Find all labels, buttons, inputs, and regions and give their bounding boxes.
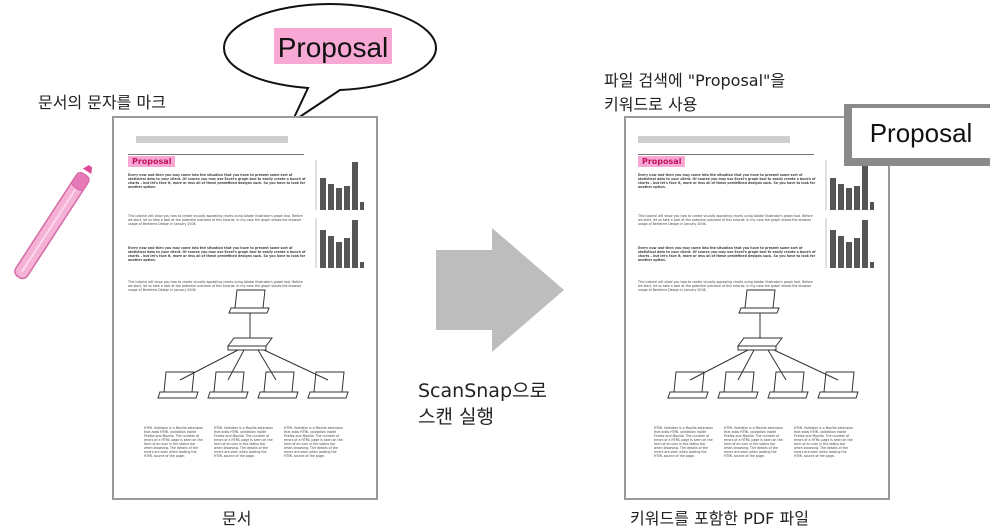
doc-paragraph-1: This tutorial will show you how to creat… — [128, 214, 303, 226]
network-diagram — [667, 289, 859, 399]
laptop-icon — [738, 289, 780, 314]
doc-footer-col: HTML Validator is a Mozilla extension th… — [284, 426, 344, 458]
laptop-icon — [257, 371, 299, 399]
bar-chart-icon — [315, 160, 364, 210]
doc-paragraph-bold-1: Every now and then you may come into the… — [638, 173, 816, 189]
network-switch-icon — [737, 337, 783, 351]
keyword-box-frame: Proposal — [844, 104, 990, 166]
bar-chart-icon — [315, 218, 364, 268]
keyword-box-text: Proposal — [852, 108, 990, 158]
right-instruction-line1: 파일 검색에 "Proposal"을 — [604, 71, 786, 90]
bar-chart-icon — [825, 218, 874, 268]
doc-footer-col: HTML Validator is a Mozilla extension th… — [214, 426, 274, 458]
network-switch-icon — [227, 337, 273, 351]
doc-footer-col: HTML Validator is a Mozilla extension th… — [654, 426, 714, 458]
laptop-icon — [157, 371, 199, 399]
doc-paragraph-2: This tutorial will show you how to creat… — [128, 280, 303, 292]
doc-paragraph-bold-2: Every now and then you may come into the… — [638, 246, 816, 262]
arrow-right-icon — [436, 228, 564, 352]
left-caption: 문서 — [222, 509, 252, 528]
right-caption: 키워드를 포함한 PDF 파일 — [630, 509, 809, 528]
source-document: Proposal Every now and then you may come… — [112, 116, 378, 500]
arrow-label-line1: ScanSnap으로 — [418, 380, 547, 402]
doc-heading-highlighted: Proposal — [638, 156, 686, 167]
arrow-label-line2: 스캔 실행 — [418, 406, 494, 428]
doc-footer-col: HTML Validator is a Mozilla extension th… — [794, 426, 854, 458]
laptop-icon — [207, 371, 249, 399]
laptop-icon — [817, 371, 859, 399]
doc-paragraph-2: This tutorial will show you how to creat… — [638, 280, 813, 292]
doc-title-bar — [638, 136, 790, 143]
pdf-document: Proposal Every now and then you may come… — [624, 116, 890, 500]
laptop-icon — [717, 371, 759, 399]
doc-heading-highlighted: Proposal — [128, 156, 176, 167]
laptop-icon — [767, 371, 809, 399]
left-instruction: 문서의 문자를 마크 — [38, 93, 166, 112]
doc-rule — [638, 154, 814, 155]
laptop-icon — [667, 371, 709, 399]
laptop-icon — [228, 289, 270, 314]
callout-keyword: Proposal — [277, 32, 389, 63]
doc-paragraph-bold-1: Every now and then you may come into the… — [128, 173, 306, 189]
doc-footer-col: HTML Validator is a Mozilla extension th… — [144, 426, 204, 458]
speech-bubble — [222, 2, 438, 125]
doc-paragraph-bold-2: Every now and then you may come into the… — [128, 246, 306, 262]
laptop-icon — [307, 371, 349, 399]
network-diagram — [157, 289, 349, 399]
doc-title-bar — [136, 136, 288, 143]
right-instruction-line2: 키워드로 사용 — [604, 95, 698, 114]
pen-icon — [14, 165, 93, 280]
doc-paragraph-1: This tutorial will show you how to creat… — [638, 214, 813, 226]
doc-footer-col: HTML Validator is a Mozilla extension th… — [724, 426, 784, 458]
doc-rule — [128, 154, 304, 155]
bar-chart-icon — [825, 160, 874, 210]
